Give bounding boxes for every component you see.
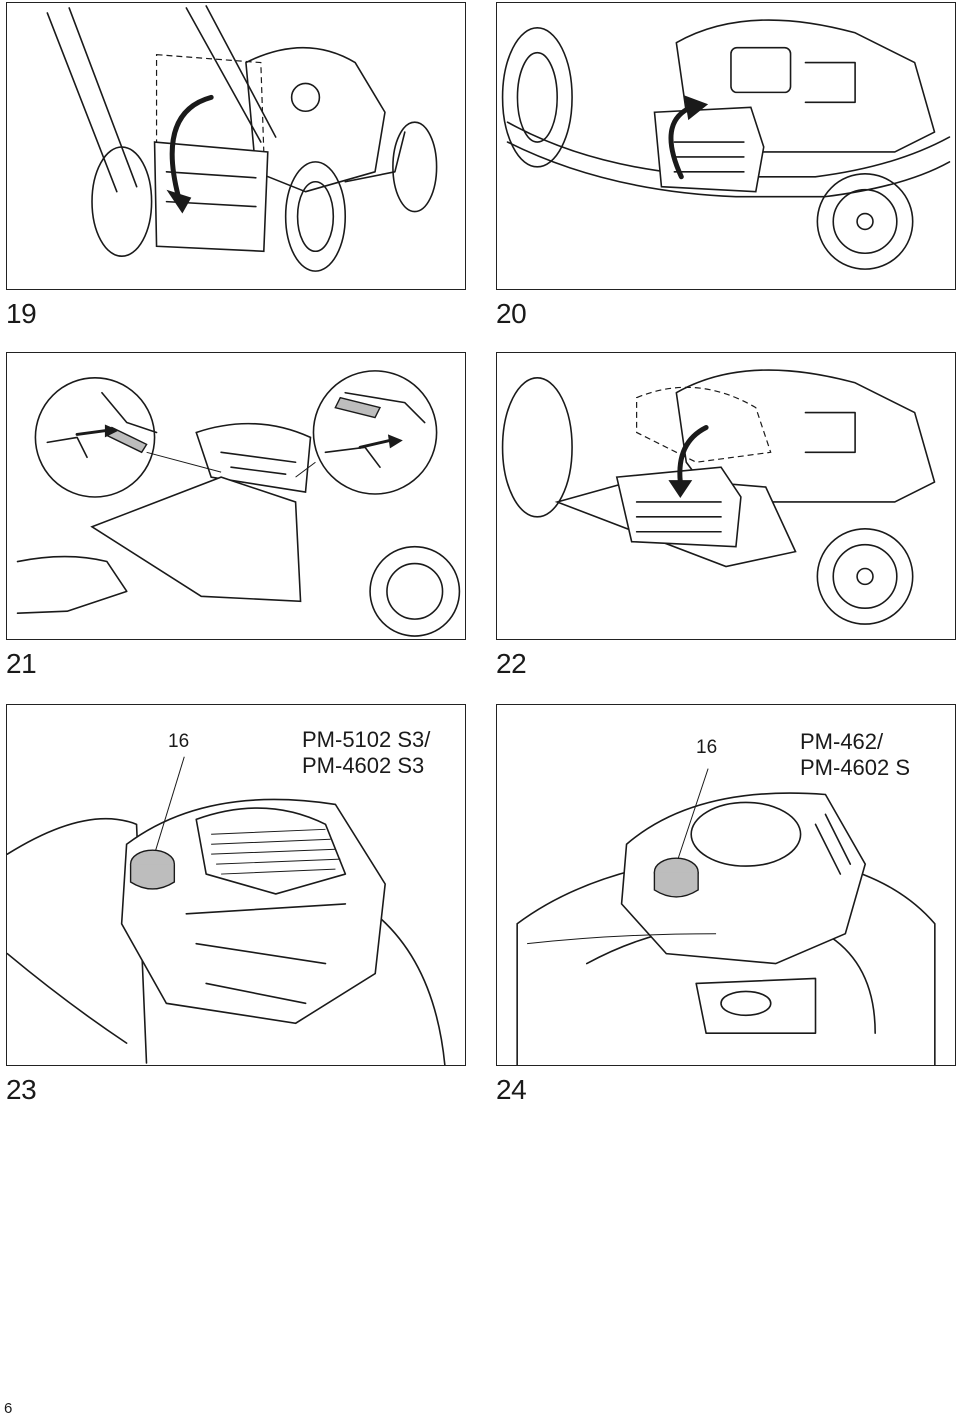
model-label-line: PM-5102 S3/	[302, 727, 431, 752]
figure-21-illustration	[6, 352, 466, 640]
part-callout-16: 16	[168, 731, 190, 752]
figure-number: 21	[6, 648, 37, 679]
engine-oil-cap-drawing-s3	[7, 756, 446, 1065]
model-label: PM-462/ PM-4602 S	[800, 729, 910, 781]
model-label-line: PM-4602 S	[800, 755, 911, 780]
figure-number: 22	[496, 648, 527, 679]
figure-number: 20	[496, 298, 527, 329]
model-label: PM-5102 S3/ PM-4602 S3	[302, 727, 430, 779]
figure-22-illustration	[496, 352, 956, 640]
figure-number: 19	[6, 298, 37, 329]
part-callout-16: 16	[696, 737, 718, 758]
figure-number: 24	[496, 1074, 527, 1105]
figure-24-illustration	[496, 704, 956, 1066]
figure-19-illustration	[6, 2, 466, 290]
model-label-line: PM-462/	[800, 729, 884, 754]
engine-oil-cap-drawing-s	[516, 768, 936, 1065]
figure-20-illustration	[496, 2, 956, 290]
figure-23-illustration	[6, 704, 466, 1066]
mulch-plug-lift-drawing	[501, 19, 951, 270]
mulch-plug-insert-drawing	[501, 369, 936, 625]
grass-catcher-removal-drawing	[46, 5, 438, 272]
model-label-line: PM-4602 S3	[302, 753, 425, 778]
rear-flap-hinge-drawing	[16, 370, 461, 637]
page-number: 6	[4, 1400, 13, 1417]
figure-number: 23	[6, 1074, 37, 1105]
